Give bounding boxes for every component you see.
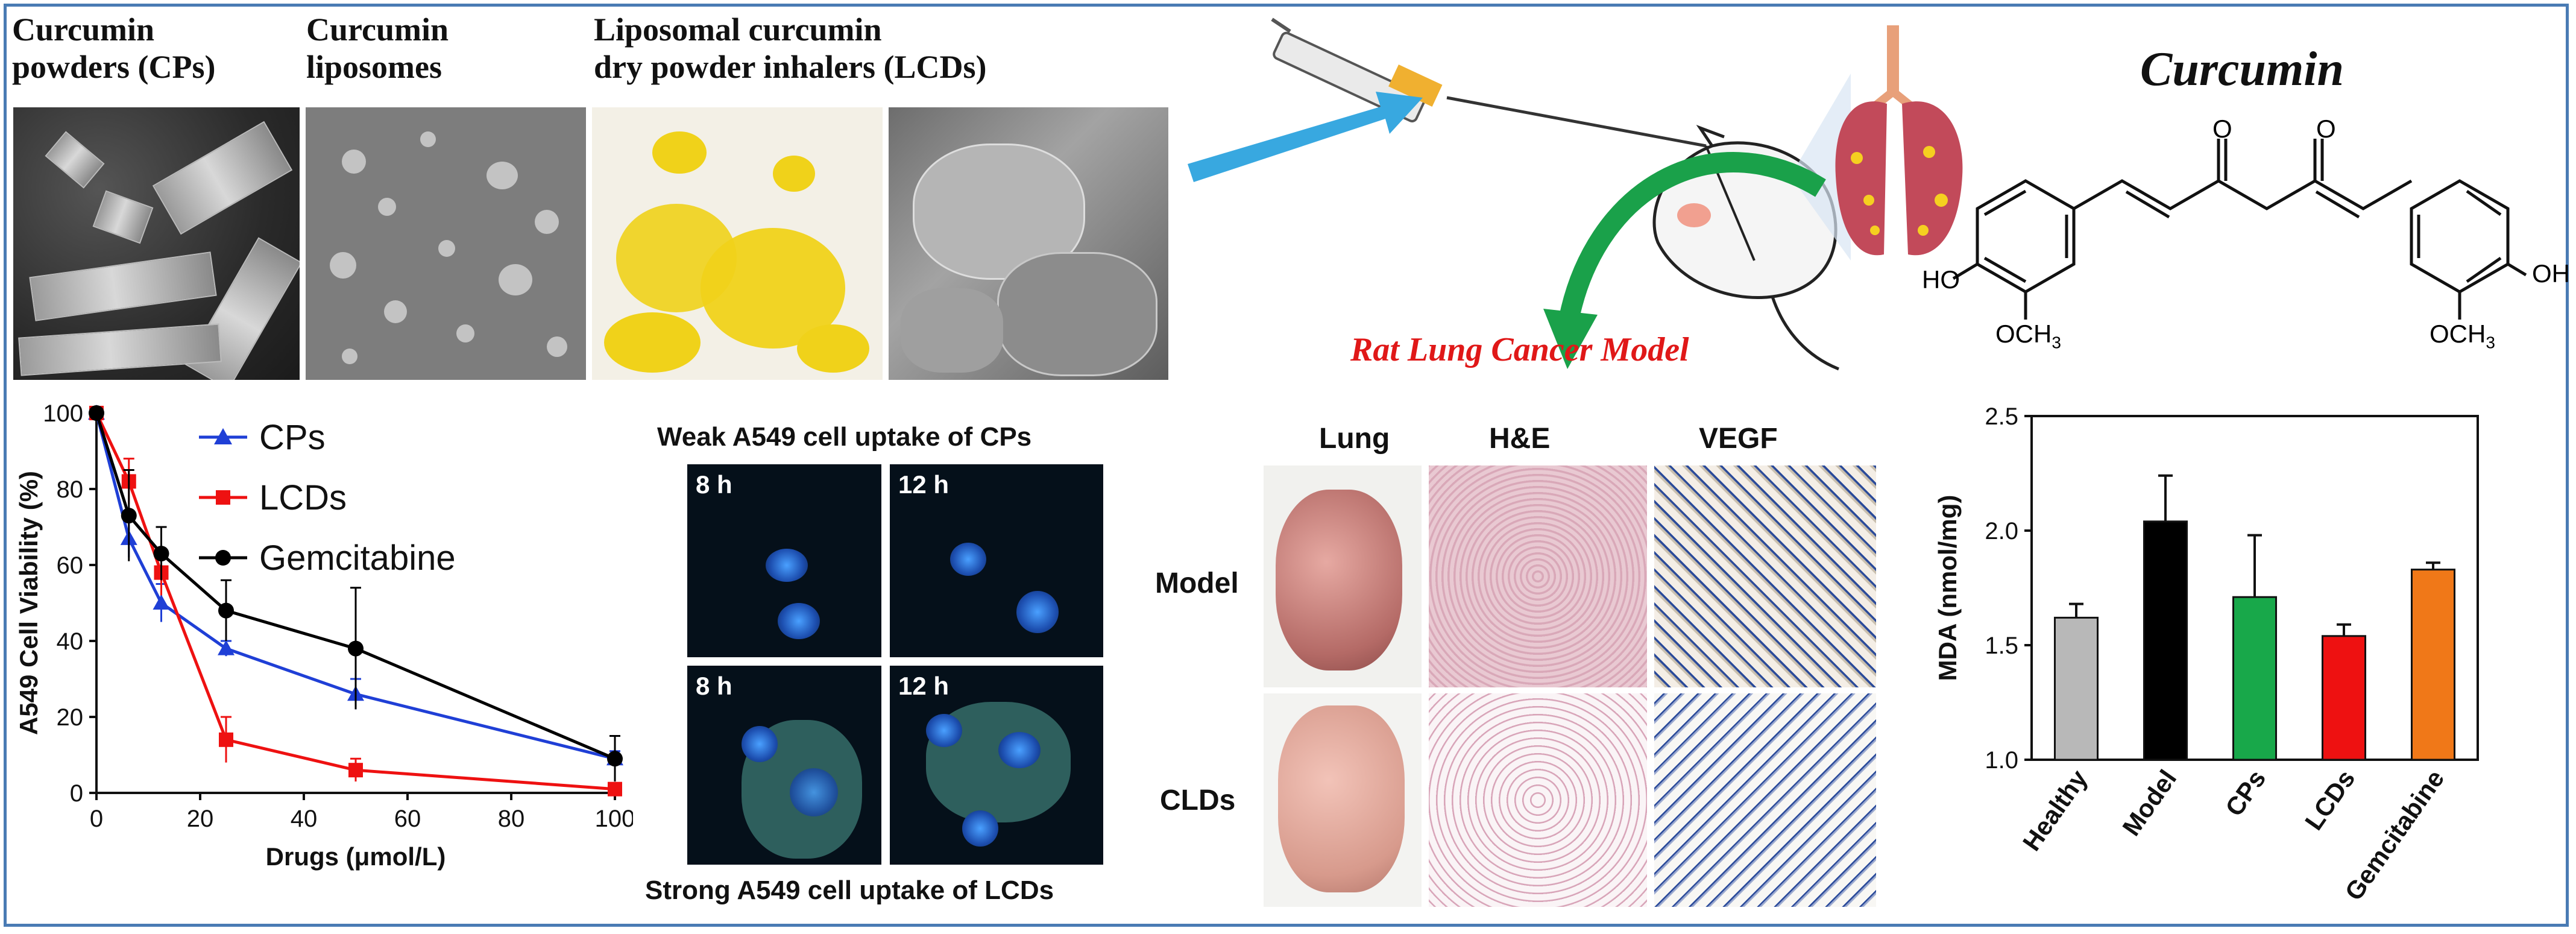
lcds-powder-image: [592, 107, 883, 380]
data-point: [348, 763, 363, 778]
x-category-label: Model: [2117, 765, 2182, 841]
lungs-icon: [1835, 25, 1963, 256]
col-vegf-header: VEGF: [1699, 423, 1778, 455]
x-tick-label: 80: [498, 806, 525, 832]
micrograph-cps-8h: 8 h: [687, 464, 881, 657]
data-point: [89, 405, 104, 421]
y-tick-label: 60: [57, 552, 84, 579]
x-tick-label: 20: [187, 806, 214, 832]
x-tick-label: 100: [595, 806, 633, 832]
legend-label: CPs: [259, 418, 326, 457]
legend-marker: [215, 550, 231, 566]
data-point: [153, 595, 170, 610]
data-point: [153, 546, 169, 562]
data-point: [608, 781, 622, 797]
legend-marker: [214, 428, 232, 444]
uptake-bottom-caption: Strong A549 cell uptake of LCDs: [645, 876, 1054, 905]
lcds-sem-image: [889, 107, 1168, 380]
x-tick-label: 0: [90, 806, 103, 832]
bar-cps: [2232, 596, 2278, 761]
y-tick-label: 80: [57, 476, 84, 503]
rat-model-label: Rat Lung Cancer Model: [1350, 331, 1689, 368]
data-point: [121, 508, 137, 524]
curcumin-structure: [1952, 139, 2527, 320]
y-tick-label: 0: [70, 780, 83, 807]
x-tick-label: 60: [394, 806, 421, 832]
y-tick-label: 100: [43, 400, 83, 427]
vegf-clds-image: [1654, 693, 1876, 907]
blue-arrow-icon: [1188, 92, 1423, 182]
data-point: [348, 640, 364, 657]
row-clds-label: CLDs: [1160, 784, 1236, 816]
green-arrow-icon: [1543, 152, 1826, 369]
lung-model-photo: [1264, 465, 1422, 687]
methoxy-right: OCH3: [2430, 320, 2495, 352]
x-category-label: Healthy: [2017, 765, 2093, 856]
x-axis-label: Drugs (μmol/L): [266, 842, 446, 871]
bar-lcds: [2321, 635, 2367, 761]
y-axis-label: MDA (nmol/mg): [1933, 495, 1962, 681]
col-he-header: H&E: [1489, 423, 1551, 455]
liposomes-sem-image: [306, 107, 586, 380]
lcds-header: Liposomal curcumin dry powder inhalers (…: [594, 11, 987, 85]
micrograph-lcds-8h: 8 h: [687, 666, 881, 865]
hydroxyl-right: OH: [2532, 259, 2570, 288]
col-lung-header: Lung: [1319, 423, 1390, 455]
legend-marker: [216, 490, 230, 505]
animal-model-illustration: [1188, 17, 1963, 371]
uptake-top-caption: Weak A549 cell uptake of CPs: [657, 422, 1032, 452]
data-point: [218, 602, 234, 619]
y-axis-label: A549 Cell Viability (%): [14, 471, 43, 735]
bar-healthy: [2053, 616, 2099, 761]
row-model-label: Model: [1155, 567, 1239, 599]
structure-title: Curcumin: [2140, 43, 2344, 96]
carbonyl-o-left: O: [2212, 115, 2232, 143]
micrograph-lcds-12h: 12 h: [890, 666, 1103, 865]
cps-header: Curcumin powders (CPs): [12, 11, 216, 85]
data-point: [218, 640, 235, 655]
legend-label: LCDs: [259, 478, 347, 517]
micrograph-cps-12h: 12 h: [890, 464, 1103, 657]
y-tick-label: 20: [57, 704, 84, 731]
data-point: [219, 732, 233, 747]
he-model-image: [1429, 465, 1647, 687]
vegf-model-image: [1654, 465, 1876, 687]
y-tick-label: 2.0: [1985, 518, 2018, 544]
lung-clds-photo: [1264, 693, 1422, 907]
y-tick-label: 40: [57, 628, 84, 655]
bar-gemcitabine: [2410, 569, 2456, 761]
cps-sem-image: [13, 107, 300, 380]
y-tick-label: 1.0: [1985, 747, 2018, 774]
carbonyl-o-right: O: [2316, 115, 2336, 143]
x-category-label: CPs: [2220, 765, 2271, 821]
bar-model: [2143, 520, 2188, 761]
legend-label: Gemcitabine: [259, 538, 456, 578]
hydroxyl-left: HO: [1922, 265, 1960, 294]
data-point: [607, 751, 623, 767]
y-tick-label: 2.5: [1985, 403, 2018, 430]
y-tick-label: 1.5: [1985, 633, 2018, 659]
x-tick-label: 40: [291, 806, 318, 832]
x-category-label: LCDs: [2299, 765, 2360, 835]
series-line-gemcitabine: [95, 412, 616, 760]
liposomes-header: Curcumin liposomes: [306, 11, 449, 85]
methoxy-left: OCH3: [1995, 320, 2061, 352]
he-clds-image: [1429, 693, 1647, 907]
